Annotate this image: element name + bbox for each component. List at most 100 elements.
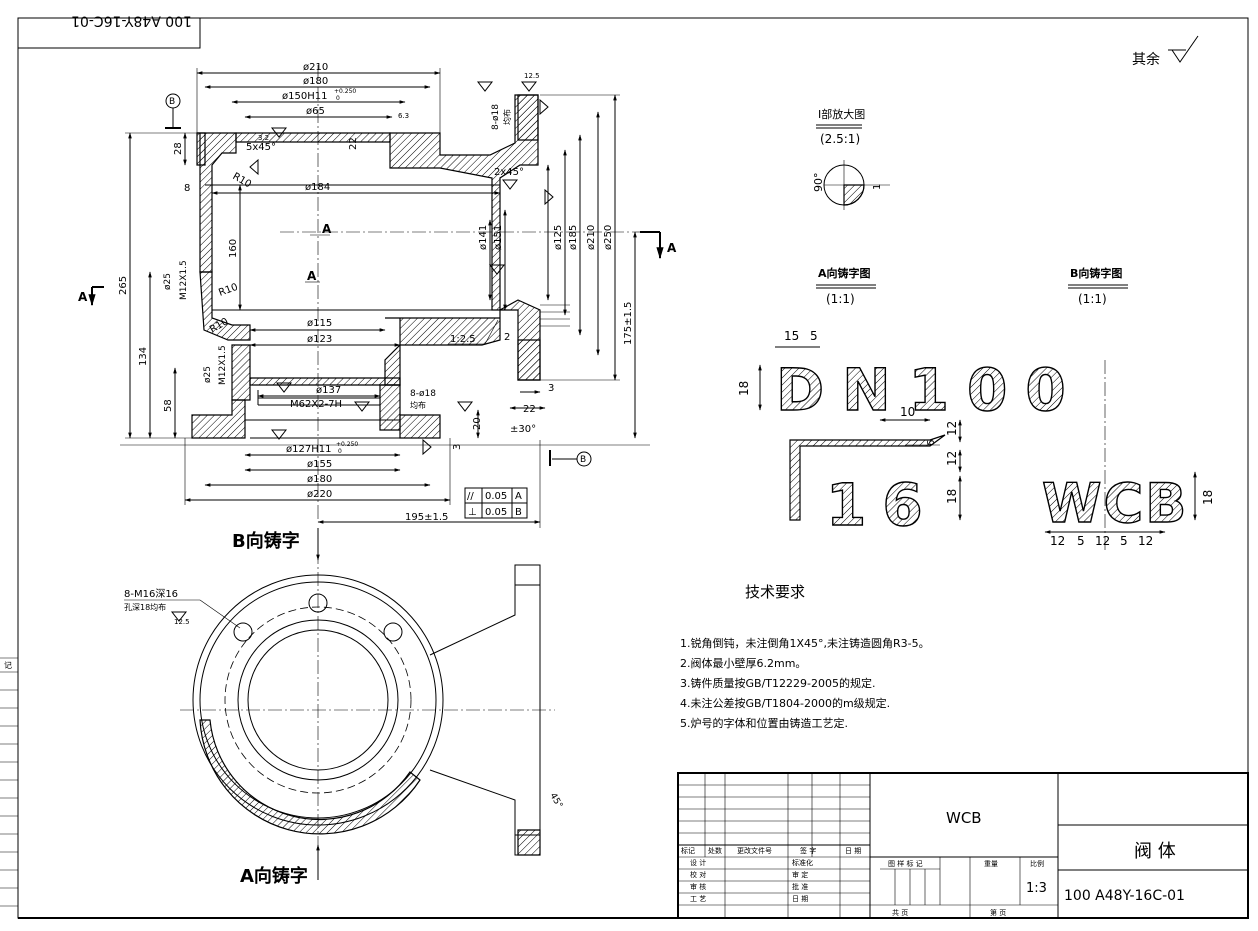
dn-dim-15: 15 — [784, 329, 799, 343]
b-view-title: B向铸字图 — [1070, 266, 1122, 280]
main-section-view: ø210 ø180 ø150H11 +0.250 0 ø65 ø184 ø115… — [78, 62, 677, 528]
dim-d25b: ø25 — [203, 366, 213, 383]
dim-d127-tol2: 0 — [338, 448, 342, 455]
detail-i: I部放大图 (2.5:1) 90° 1 — [812, 107, 890, 210]
dim-h2: 2 — [504, 332, 510, 343]
wcb-dim-12c: 12 — [1138, 534, 1153, 548]
bolt-note: 8-M16深16 — [124, 588, 178, 600]
bolt-rough: 12.5 — [174, 618, 190, 626]
a-view-title: A向铸字图 — [818, 266, 871, 280]
tb-h-doc: 更改文件号 — [737, 846, 772, 855]
deg45: 45° — [547, 792, 564, 811]
tb-role2-approve: 审 定 — [792, 870, 808, 879]
dim-h160: 160 — [228, 239, 239, 258]
rough-6-3: 6.3 — [398, 112, 409, 120]
section-a-left: A — [78, 290, 88, 304]
dim-h20: 20 — [472, 417, 483, 430]
left-strip-label: 记 — [4, 661, 12, 670]
a-view-casting: A向铸字图 (1:1) DN100 16 15 5 18 10 6 12 12 … — [737, 266, 1084, 540]
a-cast-text: DN100 — [776, 356, 1084, 424]
dim-chamfer2: 2x45° — [494, 167, 524, 178]
a-cast-sub: 16 — [826, 471, 939, 539]
wcb-dim-5b: 5 — [1120, 534, 1128, 548]
dim-d65: ø65 — [306, 106, 325, 117]
tb-role2-date: 日 期 — [792, 895, 808, 903]
dn-dim-18b: 18 — [945, 489, 959, 504]
dim-holes2-note: 均布 — [410, 400, 426, 410]
dim-d210: ø210 — [303, 62, 328, 73]
tb-role2-std: 标准化 — [792, 858, 813, 867]
dim-d127-tol: +0.250 — [336, 441, 358, 448]
wcb-dim-12a: 12 — [1050, 534, 1065, 548]
dim-m12b: M12X1.5 — [218, 345, 228, 385]
dim-d115: ø115 — [307, 318, 332, 329]
dim-d175: 175±1.5 — [623, 302, 634, 345]
rough-3-2: 3.2 — [258, 134, 269, 142]
dim-d180b: ø180 — [307, 474, 332, 485]
dn-dim-12b: 12 — [945, 451, 959, 466]
dn-dim-12: 12 — [945, 421, 959, 436]
dn-dim-5: 5 — [810, 329, 818, 343]
dim-d184: ø184 — [305, 182, 330, 193]
dim-m12a: M12X1.5 — [179, 260, 189, 300]
tb-stage: 图 样 标 记 — [888, 859, 923, 868]
tb-drawing-no: 100 A48Y-16C-01 — [1064, 888, 1185, 904]
dim-d150-tol2: 0 — [336, 95, 340, 102]
dim-r10b: R10 — [217, 282, 239, 299]
dim-h134: 134 — [138, 347, 149, 366]
dim-d180: ø180 — [303, 76, 328, 87]
dim-ratio: 1:2.5 — [450, 334, 476, 345]
datum-b-bottom: B — [580, 455, 586, 465]
dim-d220: ø220 — [307, 489, 332, 500]
tb-role-process: 工 艺 — [690, 895, 706, 903]
tol-sym-2: ⊥ — [468, 507, 477, 518]
b-cast-caption: B向铸字 — [232, 530, 300, 552]
dn-dim-6: 6 — [926, 440, 937, 446]
dim-d155: ø155 — [307, 459, 332, 470]
tb-material: WCB — [946, 809, 982, 827]
tb-h-count: 处数 — [708, 846, 722, 855]
dim-chamfer1: 5x45° — [246, 142, 276, 153]
dim-m62: M62X2-7H — [290, 399, 342, 410]
tech-req-1: 1.锐角倒钝，未注倒角1X45°,未注铸造圆角R3-5。 — [680, 636, 930, 650]
a-cast-caption: A向铸字 — [240, 865, 308, 887]
tol-val-1: 0.05 — [485, 491, 507, 502]
tb-role-review: 审 核 — [690, 882, 706, 891]
wcb-dim-12b: 12 — [1095, 534, 1110, 548]
dim-r10a: R10 — [231, 171, 254, 190]
wcb-dim-18: 18 — [1201, 490, 1215, 505]
left-revision-strip: 记 — [0, 657, 18, 907]
tech-req-4: 4.未注公差按GB/T1804-2000的m级规定. — [680, 696, 890, 710]
dn-dim-10: 10 — [900, 405, 915, 419]
tol-sym-1: // — [467, 491, 474, 502]
b-view-casting: B向铸字图 (1:1) WCB 12 5 12 5 12 18 — [1041, 266, 1215, 550]
dim-d151: ø151 — [493, 225, 504, 250]
tol-ref-1: A — [515, 491, 522, 502]
dim-h3: 3 — [452, 444, 463, 450]
dim-d137: ø137 — [316, 385, 341, 396]
tb-h-mark: 标记 — [681, 846, 695, 855]
tb-part-name: 阀 体 — [1134, 841, 1176, 862]
dim-holes2: 8-ø18 — [410, 389, 436, 399]
dim-d127: ø127H11 — [286, 444, 331, 455]
dim-d150-tol: +0.250 — [334, 88, 356, 95]
tb-weight: 重量 — [984, 860, 998, 868]
tb-h-sign: 签 字 — [800, 846, 816, 855]
surface-note: 其余 — [1132, 51, 1160, 68]
tech-req-5: 5.炉号的字体和位置由铸造工艺定. — [680, 716, 848, 730]
rotated-drawing-number: 100 A48Y-16C-01 — [71, 12, 192, 28]
tech-req-3: 3.铸件质量按GB/T12229-2005的规定. — [680, 676, 875, 690]
tech-req-title: 技术要求 — [745, 583, 805, 601]
detail-dim: 1 — [872, 184, 883, 190]
detail-angle: 90° — [812, 173, 825, 193]
technical-requirements: 技术要求 1.锐角倒钝，未注倒角1X45°,未注铸造圆角R3-5。 2.阀体最小… — [680, 583, 930, 730]
dim-d250: ø250 — [603, 225, 614, 250]
dim-d123: ø123 — [307, 334, 332, 345]
detail-scale: (2.5:1) — [820, 132, 860, 146]
dim-h22: 22 — [348, 137, 359, 150]
wcb-dim-5a: 5 — [1077, 534, 1085, 548]
dim-d210v: ø210 — [586, 225, 597, 250]
section-a-right: A — [667, 241, 677, 255]
dim-d150: ø150H11 — [282, 91, 327, 102]
